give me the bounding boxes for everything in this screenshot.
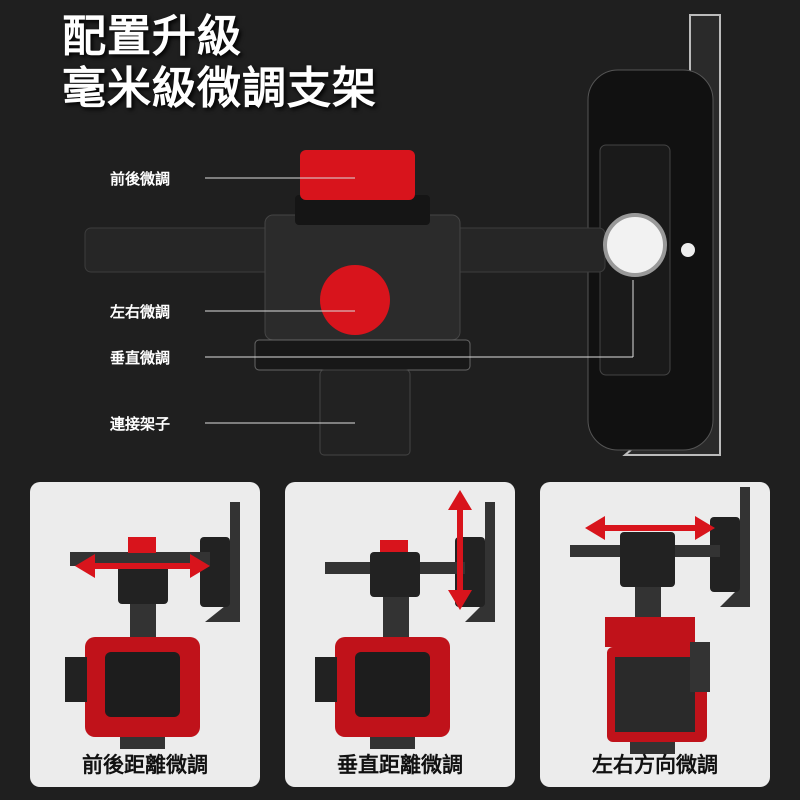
callout-vertical: 垂直微調 bbox=[110, 349, 171, 367]
caption-vertical: 垂直距離微調 bbox=[337, 753, 463, 777]
callout-lines bbox=[205, 177, 634, 424]
card-vertical: 垂直距離微調 bbox=[285, 482, 515, 787]
callout-front-back: 前後微調 bbox=[110, 170, 171, 188]
left-right-illustration bbox=[570, 487, 750, 754]
white-knob bbox=[603, 213, 667, 277]
card-left-right: 左右方向微調 bbox=[540, 482, 770, 787]
callout-left-right: 左右微調 bbox=[110, 303, 171, 321]
vertical-illustration bbox=[315, 490, 495, 749]
headline-line-2: 毫米級微調支架 bbox=[62, 63, 377, 114]
caption-front-back: 前後距離微調 bbox=[82, 753, 208, 777]
bracket-illustration bbox=[84, 14, 721, 456]
double-arrow-vertical-icon bbox=[448, 490, 472, 610]
left-right-knob bbox=[320, 265, 390, 335]
caption-left-right: 左右方向微調 bbox=[592, 753, 718, 777]
headline-line-1: 配置升級 bbox=[62, 11, 242, 62]
double-arrow-horizontal-icon bbox=[75, 554, 210, 578]
front-back-knob bbox=[300, 150, 415, 200]
callout-connector: 連接架子 bbox=[110, 415, 171, 433]
vertical-ring bbox=[254, 339, 471, 371]
card-front-back: 前後距離微調 bbox=[30, 482, 260, 787]
front-back-illustration bbox=[65, 502, 240, 749]
connector-block bbox=[319, 369, 411, 456]
double-arrow-horizontal-icon bbox=[585, 516, 715, 540]
